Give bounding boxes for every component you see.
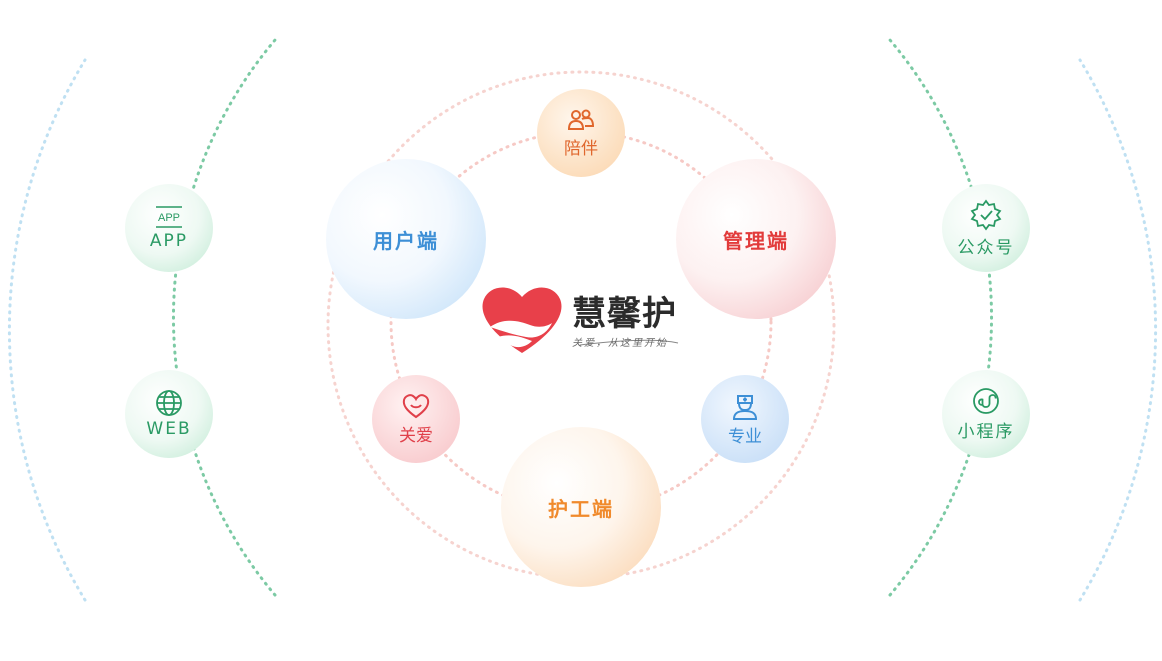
user-terminal: 用户端 (326, 159, 486, 319)
official-account-label: 公众号 (957, 237, 1015, 258)
web-circle (125, 370, 213, 458)
care-label: 关爱 (399, 425, 433, 446)
app-icon: APP (152, 205, 186, 229)
app-circle (125, 184, 213, 272)
caregiver-terminal-label: 护工端 (548, 496, 614, 521)
people-icon (566, 108, 596, 132)
globe-icon (155, 389, 183, 417)
brand-name: 慧馨护 (572, 294, 677, 334)
user-terminal-circle (326, 159, 486, 319)
mini-program-label: 小程序 (957, 421, 1015, 442)
care-circle (372, 375, 460, 463)
care-node: 关爱 (372, 375, 460, 463)
outer-orbit-arcs (7, 38, 1158, 602)
mini-program-circle (942, 370, 1030, 458)
user-terminal-label: 用户端 (373, 228, 439, 253)
caregiver-terminal-circle (501, 427, 661, 587)
heart-smile-icon (402, 393, 430, 419)
mini-program-node: 小程序 (942, 370, 1030, 458)
caregiver-terminal: 护工端 (501, 427, 661, 587)
professional-node: 专业 (701, 375, 789, 463)
official-account-node: 公众号 (942, 184, 1030, 272)
accompany-circle (537, 89, 625, 177)
web-node: WEB (125, 370, 213, 458)
app-label: APP (149, 231, 189, 251)
heart-hands-logo (482, 287, 679, 353)
web-label: WEB (146, 419, 192, 439)
accompany-label: 陪伴 (564, 138, 598, 159)
app-icon-text: APP (158, 212, 180, 224)
app-node: APP APP (125, 184, 213, 272)
brand-slogan: 关爱，从这里开始 (572, 338, 668, 349)
accompany-node: 陪伴 (537, 89, 625, 177)
admin-terminal: 管理端 (676, 159, 836, 319)
nurse-icon (731, 392, 759, 420)
admin-terminal-circle (676, 159, 836, 319)
professional-label: 专业 (728, 426, 762, 447)
verified-badge-icon (970, 199, 1002, 231)
admin-terminal-label: 管理端 (723, 228, 789, 253)
mini-program-icon (972, 387, 1000, 415)
